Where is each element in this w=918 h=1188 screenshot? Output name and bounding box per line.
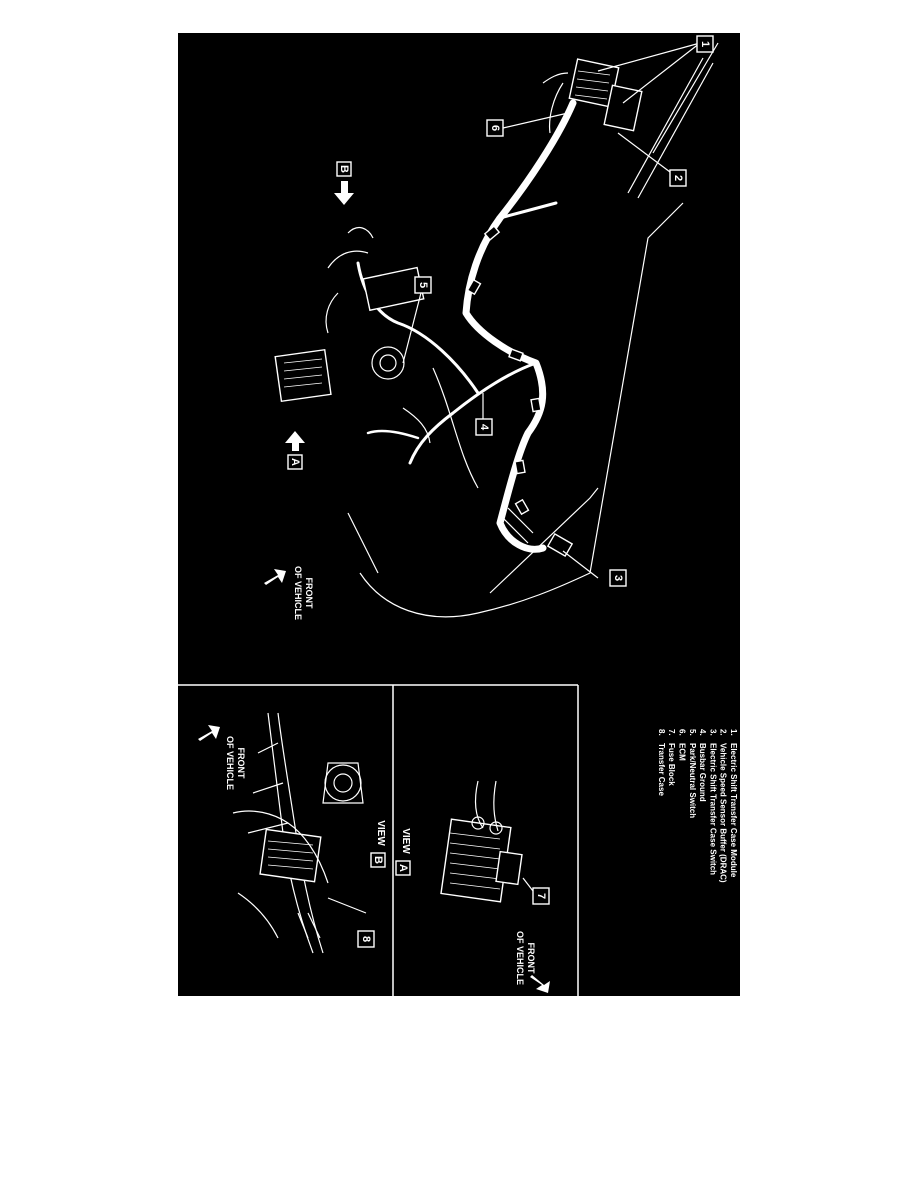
harness-clips [466,225,542,516]
engine-branch [408,361,538,465]
main-harness [462,99,577,553]
view-a-callout-7: 7 [532,887,550,905]
view-a-front-label: FRONT OF VEHICLE [515,931,550,993]
transmission-branch [366,429,420,440]
rail-line-2 [637,62,714,199]
legend-number: 2. [719,729,728,736]
frame-edge [347,512,379,574]
callout-3: 3 [609,569,627,587]
view-a-title-marker: A [397,864,409,872]
view-b-title-text: VIEW [375,820,386,846]
view-marker-b-label: B [338,165,350,173]
view-a-arrow-icon [285,431,305,451]
view-a-front-line2: OF VEHICLE [515,931,525,985]
callout-4-label: 4 [478,424,490,431]
front-of-vehicle-label: FRONT OF VEHICLE [264,566,314,620]
legend-number: 7. [667,729,676,736]
callout-2-label: 2 [672,175,684,181]
callout-leaders [402,42,701,579]
floor-pan-line [489,487,599,594]
view-b-front-line1: FRONT [236,748,246,779]
main-harness-core [465,102,574,551]
legend-number: 4. [698,729,707,736]
view-b-callout-label: 8 [360,936,372,942]
callout-6-label: 6 [489,125,501,131]
main-view: 1 2 3 4 5 6 B A [264,35,719,620]
legend-number: 3. [708,729,717,736]
sensor-branch [498,201,558,220]
wiring-diagram-figure: 1 2 3 4 5 6 B A [178,33,740,996]
inset-frames [178,684,579,996]
callout-5-label: 5 [417,282,429,288]
rail-line-1 [627,57,704,194]
view-b-front-line2: OF VEHICLE [225,736,235,790]
view-a-title-text: VIEW [400,828,411,854]
callout-4: 4 [475,418,493,436]
legend-item-text: Transfer Case [657,743,666,796]
view-b-title: VIEW B [370,820,386,868]
body-outline [359,202,684,618]
view-a-panel: 7 VIEW A FRONT OF VEHICLE [395,780,550,993]
view-marker-a: A [285,431,305,470]
callout-1: 1 [696,35,714,53]
transfer-case-module-drawing [542,58,643,134]
front-arrow-icon [264,569,286,585]
view-a-front-line1: FRONT [526,943,536,974]
view-marker-b: B [334,161,354,205]
callout-6: 6 [486,119,504,137]
view-a-front-arrow-icon [530,975,550,993]
legend-item-text: Vehicle Speed Sensor Buffer (DRAC) [719,743,728,883]
view-b-arrow-icon [334,181,354,205]
legend-item-text: Busbar Ground [698,743,707,802]
legend-item-text: Fuse Block [667,743,676,786]
view-a-callout-label: 7 [535,893,547,899]
view-b-title-marker: B [372,856,384,864]
view-marker-a-label: A [289,458,301,466]
callout-1-label: 1 [699,41,711,47]
view-b-front-arrow-icon [198,725,220,741]
callout-3-label: 3 [612,575,624,581]
firewall-line [432,367,479,489]
transfer-case-switch-drawing [502,507,574,558]
callout-2: 2 [669,169,687,187]
view-a-title: VIEW A [395,828,411,876]
legend-item-text: Electric Shift Transfer Case Switch [708,743,717,875]
legend-number: 8. [657,729,666,736]
view-b-front-label: FRONT OF VEHICLE [198,725,246,790]
view-b-callout-8: 8 [357,930,375,948]
legend-number: 5. [688,729,697,736]
view-b-panel: 8 VIEW B FRONT OF VEHICLE [198,712,386,954]
rail-line-3 [652,42,719,154]
callout-5: 5 [414,276,432,294]
diagram-canvas: 1 2 3 4 5 6 B A [178,35,738,996]
legend-number: 1. [729,729,738,736]
legend-item-text: Electric Shift Transfer Case Module [729,743,738,878]
front-label-line1: FRONT [304,578,314,609]
park-neutral-switch-drawing [274,226,431,444]
front-label-line2: OF VEHICLE [293,566,303,620]
legend-item-text: Park/Neutral Switch [688,743,697,818]
legend-number: 6. [678,729,687,736]
legend-item-text: ECM [678,743,687,761]
